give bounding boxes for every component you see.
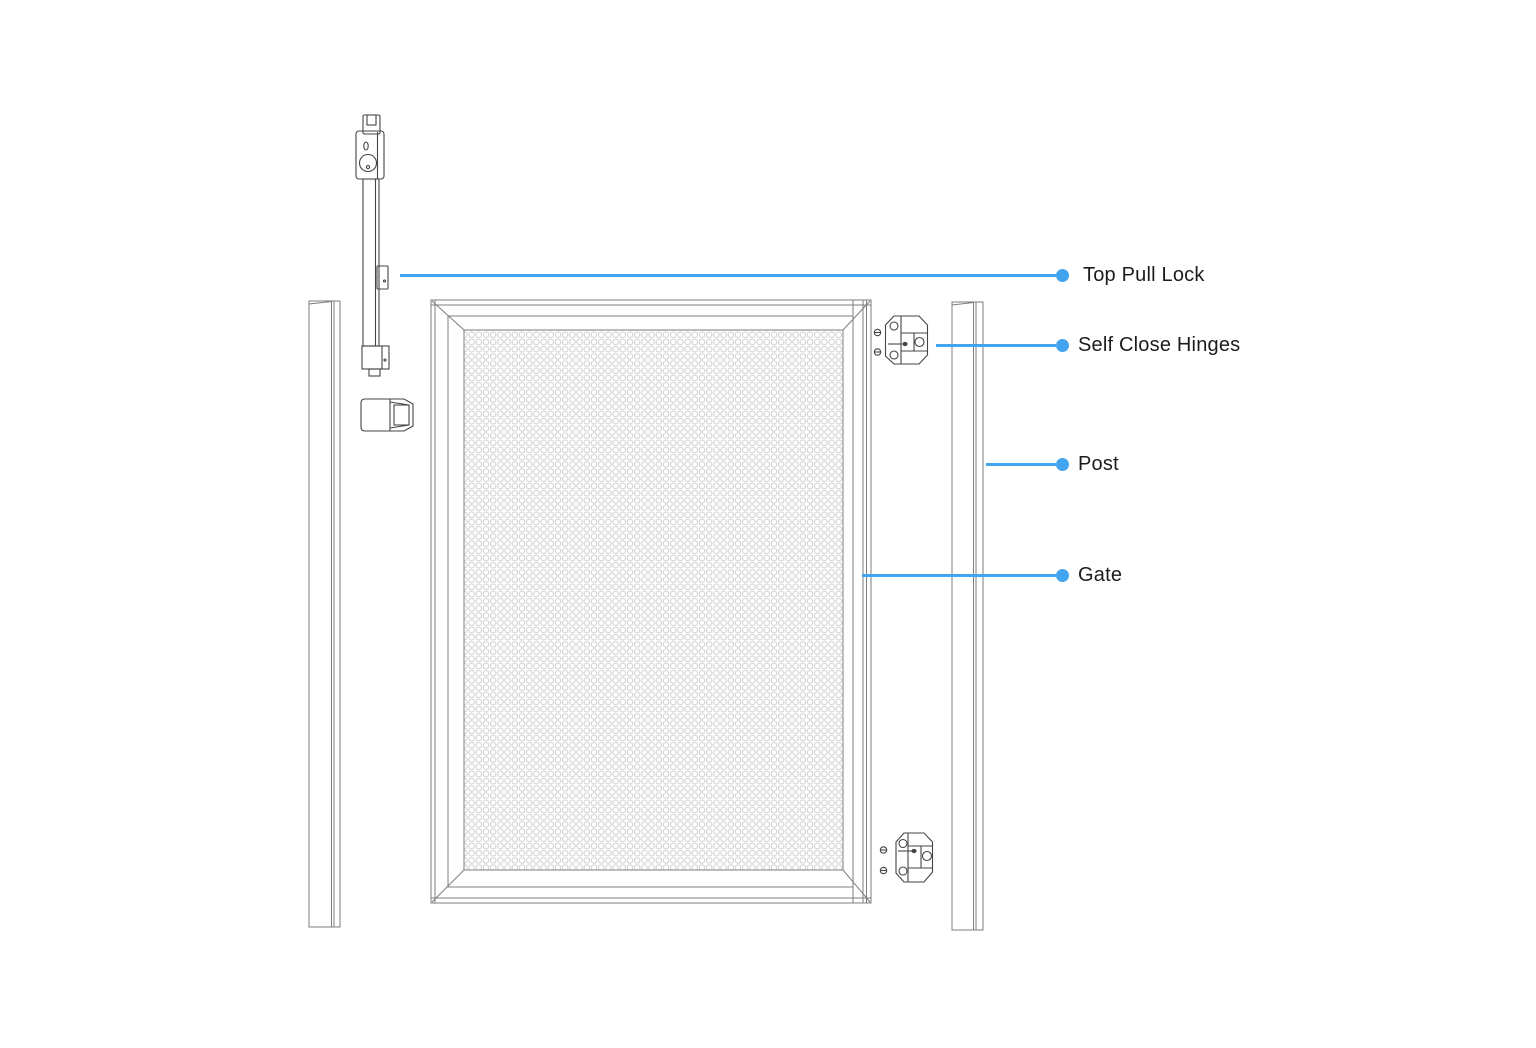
left-post — [308, 300, 341, 928]
leader-line — [986, 462, 1056, 466]
leader-dot — [1056, 268, 1069, 282]
annotation-label-top-pull-lock: Top Pull Lock — [1083, 264, 1205, 286]
annotation-label-post: Post — [1078, 453, 1119, 475]
self-close-hinge-bottom — [879, 832, 934, 883]
leader-line — [400, 273, 1056, 277]
latch-keeper — [360, 398, 414, 432]
leader-line — [862, 573, 1056, 577]
leader-dot — [1056, 568, 1069, 582]
gate-mesh-panel — [464, 330, 843, 870]
leader-dot — [1056, 457, 1069, 471]
gate — [430, 299, 872, 904]
right-post — [951, 301, 984, 931]
leader-line — [936, 343, 1056, 347]
self-close-hinge-top — [873, 315, 929, 365]
hinge-screws-bottom — [879, 846, 888, 875]
top-pull-lock — [355, 114, 390, 377]
hinge-screws-top — [873, 328, 882, 356]
annotation-label-self-close-hinges: Self Close Hinges — [1078, 334, 1241, 356]
leader-dot — [1056, 338, 1069, 352]
annotation-label-gate: Gate — [1078, 564, 1123, 586]
